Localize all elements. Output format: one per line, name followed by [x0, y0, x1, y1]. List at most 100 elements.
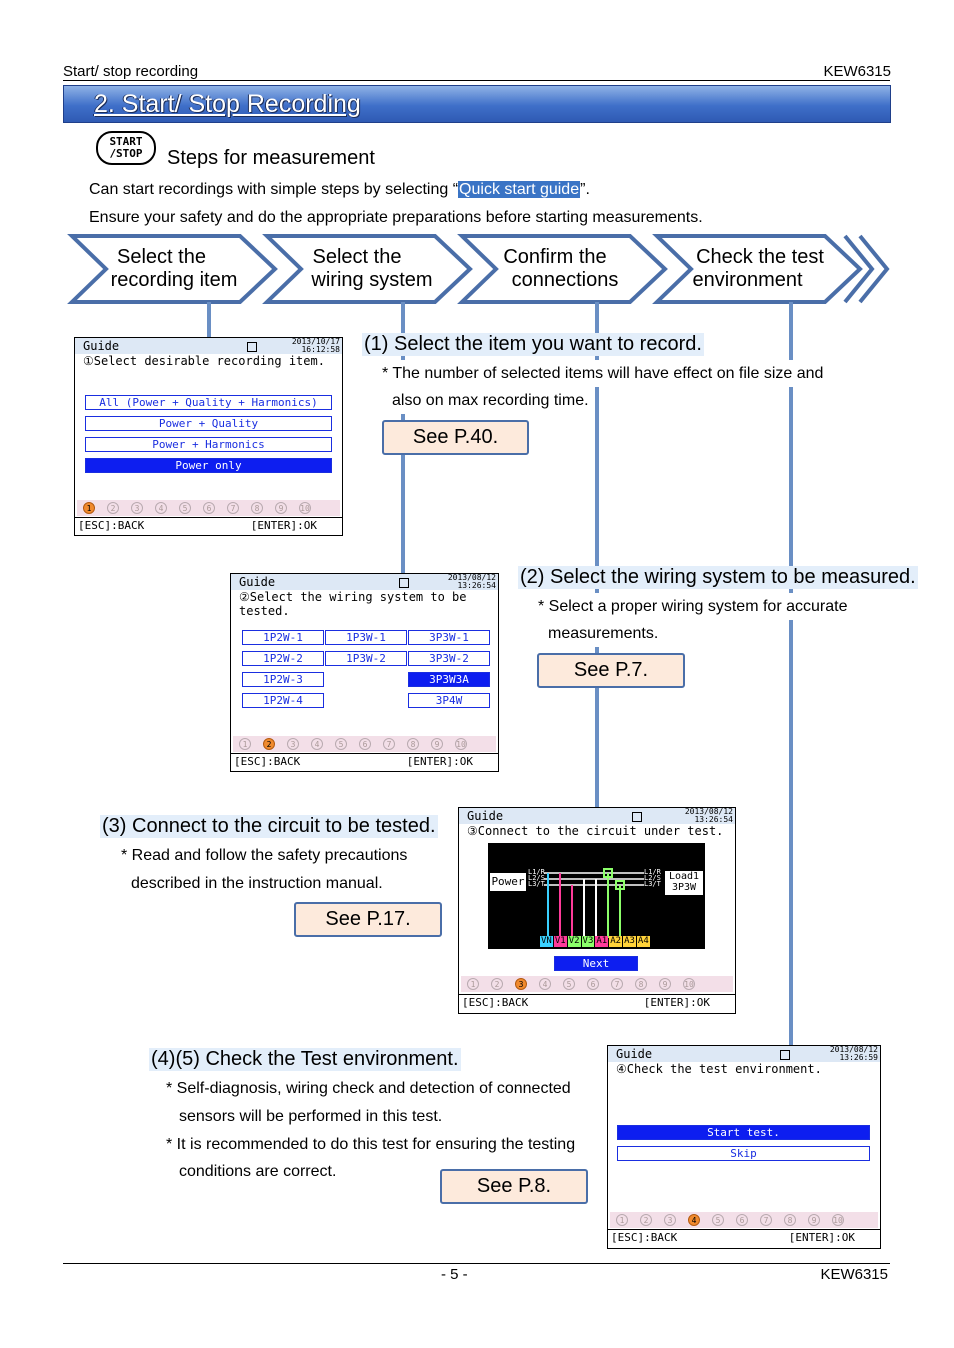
step-dot-6: 6: [203, 502, 215, 514]
option-1p2w-4[interactable]: 1P2W-4: [242, 693, 324, 708]
skip-button[interactable]: Skip: [617, 1146, 870, 1161]
right-line-l1: L1/R: [644, 868, 661, 876]
step-dot-4: 4: [688, 1214, 700, 1226]
see-page-7-link[interactable]: See P.7.: [537, 653, 685, 688]
option-1p2w-3[interactable]: 1P2W-3: [242, 672, 324, 687]
screen-3-title: Guide: [467, 809, 504, 823]
step-dot-1: 1: [467, 978, 479, 990]
connector-line-3: [595, 302, 599, 807]
power-source-label: Power: [490, 873, 526, 891]
option-3p4w[interactable]: 3P4W: [408, 693, 490, 708]
wiring-lines-icon: [544, 868, 644, 938]
screen-2-time: 13:26:54: [457, 581, 496, 590]
screen-1-date: 2013/10/17: [291, 337, 340, 346]
screen-2-titlebar: [231, 574, 498, 590]
battery-icon: [247, 342, 257, 352]
option-1p3w-1[interactable]: 1P3W-1: [325, 630, 407, 645]
option-1p2w-1[interactable]: 1P2W-1: [242, 630, 324, 645]
next-button[interactable]: Next: [554, 956, 638, 971]
step-arrows: [67, 234, 890, 304]
left-line-l3: L3/T: [528, 880, 545, 888]
screen-1-footer: [ESC]:BACK[ENTER]:OK: [75, 517, 342, 535]
section-3-note-1: * Read and follow the safety precautions: [121, 847, 408, 864]
screen-2-date: 2013/08/12: [447, 573, 496, 582]
left-line-l1: L1/R: [528, 868, 545, 876]
step-dot-10: 10: [683, 978, 695, 990]
option-3p3w-1[interactable]: 3P3W-1: [408, 630, 490, 645]
step-dot-9: 9: [659, 978, 671, 990]
step-dot-1: 1: [83, 502, 95, 514]
step-arrow-4: [652, 234, 863, 304]
section-2-note-1: * Select a proper wiring system for accu…: [538, 593, 848, 620]
intro-text-end: ”.: [580, 181, 590, 198]
intro-line-1: Can start recordings with simple steps b…: [89, 181, 590, 199]
start-test-button[interactable]: Start test.: [617, 1125, 870, 1140]
step-dot-2: 2: [640, 1214, 652, 1226]
chapter-banner: 2. Start/ Stop Recording: [63, 85, 891, 123]
key-label-1: START: [109, 135, 143, 148]
option-all[interactable]: All (Power + Quality + Harmonics): [85, 395, 332, 410]
screen-4-titlebar: [608, 1046, 880, 1062]
battery-icon: [780, 1050, 790, 1060]
section-3-heading: (3) Connect to the circuit to be tested.: [100, 815, 438, 838]
see-page-8-link[interactable]: See P.8.: [440, 1169, 588, 1204]
screen-3-date: 2013/08/12: [684, 807, 733, 816]
right-line-l2: L2/S: [644, 874, 661, 882]
enter-ok-label: [ENTER]:OK: [788, 1231, 855, 1244]
screen-1-titlebar: [75, 338, 342, 354]
see-page-17-link[interactable]: See P.17.: [294, 902, 442, 937]
option-1p3w-2[interactable]: 1P3W-2: [325, 651, 407, 666]
screen-2-title: Guide: [239, 575, 276, 589]
chapter-title: 2. Start/ Stop Recording: [94, 90, 361, 118]
step-dot-9: 9: [431, 738, 443, 750]
step-dot-1: 1: [616, 1214, 628, 1226]
connector-line-4: [789, 302, 793, 1046]
battery-icon: [399, 578, 409, 588]
screen-3-subtitle: ③Connect to the circuit under test.: [467, 824, 724, 838]
step-dot-2: 2: [263, 738, 275, 750]
option-1p2w-2[interactable]: 1P2W-2: [242, 651, 324, 666]
step-dot-4: 4: [539, 978, 551, 990]
step-dot-5: 5: [179, 502, 191, 514]
intro-line-2: Ensure your safety and do the appropriat…: [89, 209, 703, 226]
step-arrow-1: [67, 234, 278, 304]
see-page-40-link[interactable]: See P.40.: [382, 420, 529, 455]
step-dot-4: 4: [155, 502, 167, 514]
option-3p3w-2[interactable]: 3P3W-2: [408, 651, 490, 666]
step-dot-3: 3: [664, 1214, 676, 1226]
option-power-only[interactable]: Power only: [85, 458, 332, 473]
step-dot-7: 7: [383, 738, 395, 750]
option-power-harmonics[interactable]: Power + Harmonics: [85, 437, 332, 452]
step-arrow-tail-2: [858, 234, 890, 304]
option-power-quality[interactable]: Power + Quality: [85, 416, 332, 431]
step-dot-10: 10: [455, 738, 467, 750]
screen-4-title: Guide: [616, 1047, 653, 1061]
section-1-heading: (1) Select the item you want to record.: [362, 333, 704, 356]
step-dot-6: 6: [587, 978, 599, 990]
footer-model: KEW6315: [820, 1266, 888, 1283]
esc-back-label: [ESC]:BACK: [234, 755, 301, 768]
terminal-a2: A2: [609, 936, 623, 947]
terminal-v2: V2: [567, 936, 581, 947]
section-3-note-2: described in the instruction manual.: [131, 875, 383, 892]
screen-1-subtitle: ①Select desirable recording item.: [83, 354, 325, 368]
step-dot-7: 7: [760, 1214, 772, 1226]
screen-1-title: Guide: [83, 339, 120, 353]
enter-ok-label: [ENTER]:OK: [406, 755, 473, 768]
section-4-note-3: * It is recommended to do this test for …: [166, 1136, 576, 1153]
section-4-heading: (4)(5) Check the Test environment.: [149, 1048, 461, 1071]
option-3p3w3a[interactable]: 3P3W3A: [408, 672, 490, 687]
step-dot-7: 7: [227, 502, 239, 514]
step-dot-8: 8: [784, 1214, 796, 1226]
